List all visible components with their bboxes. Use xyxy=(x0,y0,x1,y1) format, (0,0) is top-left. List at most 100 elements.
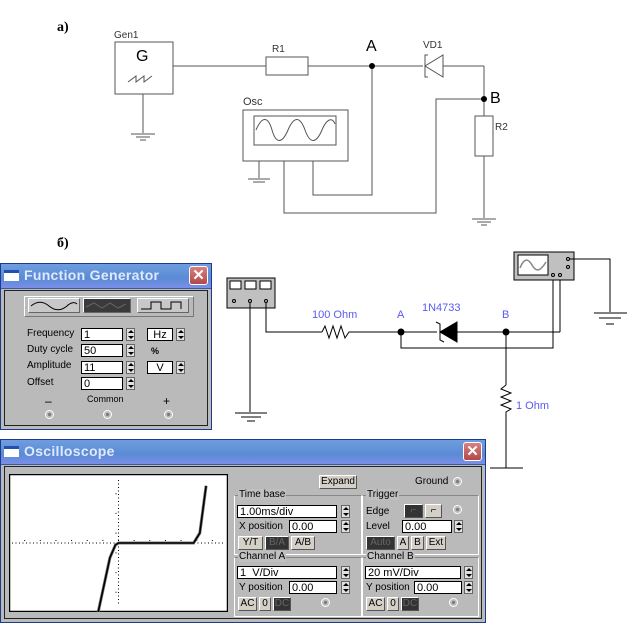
generator-gen1 xyxy=(114,41,174,95)
channel-b-group: Channel B xyxy=(362,551,479,617)
offset-input[interactable]: 0 xyxy=(81,377,123,390)
mode-yt-button[interactable]: Y/T xyxy=(238,536,263,550)
channel-a-dc-button[interactable]: DC xyxy=(273,597,291,611)
frequency-label: Frequency xyxy=(27,328,75,339)
sine-wave-icon xyxy=(30,301,78,311)
channel-a-zero-button[interactable]: 0 xyxy=(259,597,271,611)
r2-label: R2 xyxy=(495,122,508,133)
edge-rising-button[interactable]: ⌐ xyxy=(404,504,423,518)
channel-a-ac-button[interactable]: AC xyxy=(238,597,257,611)
node-b-dot xyxy=(502,328,510,336)
trigger-ext-button[interactable]: Ext xyxy=(426,536,446,550)
channel-b-y-position-spinner[interactable] xyxy=(464,581,473,594)
channel-a-y-position-label: Y position xyxy=(239,582,283,593)
ground-label: Ground xyxy=(415,476,449,487)
node-a-label: A xyxy=(397,309,405,321)
node-a-label: A xyxy=(366,38,377,55)
channel-b-scale-spinner[interactable] xyxy=(464,566,473,579)
oscilloscope-body xyxy=(4,466,482,619)
time-base-input[interactable]: 1.00ms/div xyxy=(237,505,337,518)
x-position-input[interactable]: 0.00 xyxy=(289,520,337,533)
close-icon[interactable]: ✕ xyxy=(463,442,482,461)
window-title: Oscilloscope xyxy=(24,443,115,459)
oscilloscope-osc xyxy=(242,109,349,162)
window-icon xyxy=(4,446,19,457)
trigger-ext-terminal[interactable] xyxy=(453,505,462,514)
duty-cycle-input[interactable]: 50 xyxy=(81,344,123,357)
time-base-title: Time base xyxy=(238,489,287,500)
falling-edge-icon: ⌐ xyxy=(430,505,437,516)
oscilloscope-screen xyxy=(9,474,228,612)
oscilloscope-titlebar[interactable]: Oscilloscope ✕ xyxy=(1,440,485,465)
x-position-spinner[interactable] xyxy=(341,520,350,533)
offset-spinner[interactable] xyxy=(126,377,135,390)
waveform-sine-button[interactable] xyxy=(28,298,80,313)
node-a-dot xyxy=(397,328,405,336)
expand-button[interactable]: Expand xyxy=(319,475,357,489)
duty-cycle-unit: % xyxy=(151,346,160,356)
channel-a-terminal[interactable] xyxy=(321,598,330,607)
channel-a-scale-spinner[interactable] xyxy=(341,566,350,579)
channel-b-scale-input[interactable]: 20 mV/Div xyxy=(365,566,461,579)
resistor-100-ohm-label: 100 Ohm xyxy=(312,309,358,321)
resistor-r2 xyxy=(474,115,494,157)
function-generator-body: Frequency 1 Hz Duty cycle 50 % Amplitude… xyxy=(4,290,208,426)
minus-terminal[interactable] xyxy=(45,410,54,419)
trigger-a-button[interactable]: A xyxy=(397,536,409,550)
schematic-a xyxy=(114,41,496,226)
close-icon[interactable]: ✕ xyxy=(189,266,208,285)
part-a-label: а) xyxy=(57,20,69,35)
square-wave-icon xyxy=(141,301,182,310)
mode-ab-button[interactable]: A/B xyxy=(291,536,315,550)
duty-cycle-label: Duty cycle xyxy=(27,344,74,355)
channel-b-terminal[interactable] xyxy=(449,598,458,607)
vd1-label: VD1 xyxy=(423,40,443,51)
channel-b-y-position-input[interactable]: 0.00 xyxy=(414,581,462,594)
frequency-spinner[interactable] xyxy=(126,328,135,341)
plus-terminal-label: + xyxy=(163,394,171,408)
ground-terminal[interactable] xyxy=(453,477,462,486)
amplitude-unit-select[interactable]: V xyxy=(147,361,173,374)
channel-a-scale-input[interactable]: 1 V/Div xyxy=(237,566,337,579)
node-b-label: B xyxy=(502,309,510,321)
minus-terminal-label: – xyxy=(45,394,52,408)
frequency-unit-spinner[interactable] xyxy=(176,328,185,341)
channel-b-title: Channel B xyxy=(366,551,415,562)
frequency-input[interactable]: 1 xyxy=(81,328,123,341)
node-b-label: B xyxy=(490,90,501,107)
common-terminal[interactable] xyxy=(103,410,112,419)
zener-diode-label: 1N4733 xyxy=(422,302,461,314)
trigger-b-button[interactable]: B xyxy=(411,536,424,550)
channel-b-ac-button[interactable]: AC xyxy=(366,597,385,611)
amplitude-spinner[interactable] xyxy=(126,361,135,374)
generator-symbol: G xyxy=(136,48,149,65)
amplitude-unit-spinner[interactable] xyxy=(176,361,185,374)
triangle-wave-icon xyxy=(85,302,127,309)
trace-line xyxy=(97,485,207,612)
duty-cycle-spinner[interactable] xyxy=(126,344,135,357)
level-spinner[interactable] xyxy=(454,520,463,533)
window-icon xyxy=(4,270,19,281)
edge-falling-button[interactable]: ⌐ xyxy=(425,504,442,518)
function-generator-titlebar[interactable]: Function Generator ✕ xyxy=(1,264,211,289)
plus-terminal[interactable] xyxy=(164,410,173,419)
frequency-unit-select[interactable]: Hz xyxy=(147,328,173,341)
channel-b-dc-button[interactable]: DC xyxy=(401,597,419,611)
channel-a-y-position-spinner[interactable] xyxy=(341,581,350,594)
trigger-auto-button[interactable]: Auto xyxy=(366,536,395,550)
edge-label: Edge xyxy=(366,506,390,517)
waveform-square-button[interactable] xyxy=(137,298,189,313)
window-title: Function Generator xyxy=(24,267,160,283)
function-generator-window: Function Generator ✕ Frequency 1 Hz Duty… xyxy=(0,263,212,430)
time-base-spinner[interactable] xyxy=(341,505,350,518)
channel-b-y-position-label: Y position xyxy=(366,582,410,593)
resistor-r1 xyxy=(265,56,309,76)
trigger-group: Trigger xyxy=(362,489,479,555)
amplitude-input[interactable]: 11 xyxy=(81,361,123,374)
level-input[interactable]: 0.00 xyxy=(402,520,452,533)
channel-b-zero-button[interactable]: 0 xyxy=(387,597,399,611)
mode-ba-button[interactable]: B/A xyxy=(265,536,289,550)
waveform-triangle-button[interactable] xyxy=(83,298,131,313)
r1-label: R1 xyxy=(272,44,285,55)
channel-a-y-position-input[interactable]: 0.00 xyxy=(289,581,337,594)
